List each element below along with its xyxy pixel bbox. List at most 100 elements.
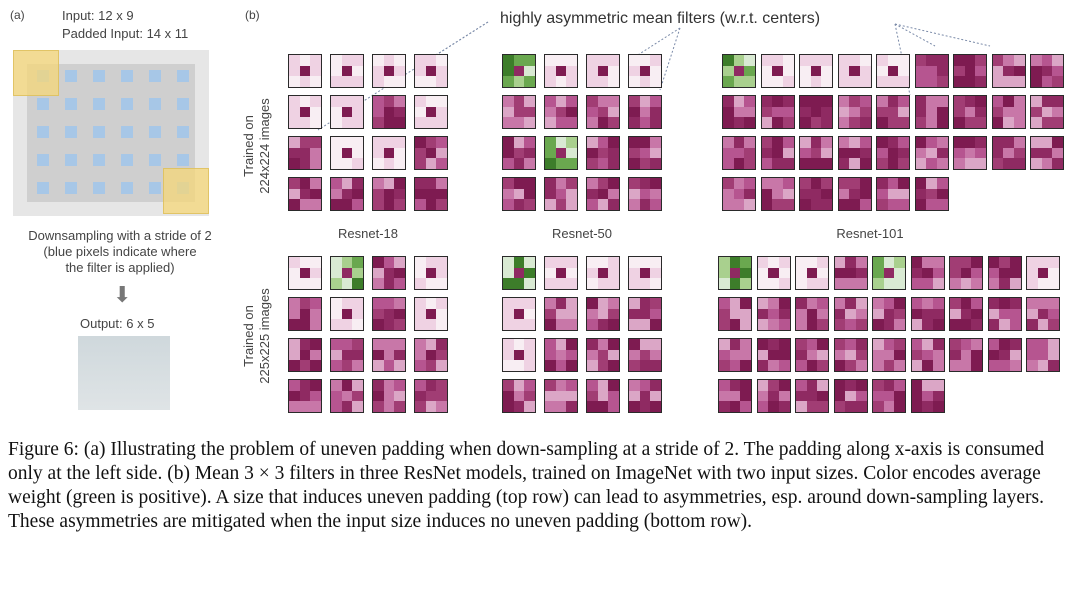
filter-weight-cell — [1037, 267, 1049, 279]
filter-weight-cell — [954, 76, 965, 87]
filter-weight-cell — [394, 158, 405, 169]
filter-weight-cell — [821, 199, 832, 210]
filter-weight-cell — [800, 158, 811, 169]
filter-weight-cell — [629, 178, 640, 189]
filter-weight-cell — [806, 278, 818, 289]
filter-weight-cell — [587, 298, 598, 309]
filter-weight-cell — [855, 380, 867, 391]
filter-weight-cell — [757, 319, 769, 330]
filter-weight-cell — [566, 178, 577, 189]
filter-weight-cell — [299, 308, 311, 320]
filter-position-pixel — [93, 98, 105, 110]
filter-weight-cell — [1031, 158, 1042, 169]
filter-weight-cell — [926, 96, 937, 107]
filter-weight-cell — [629, 380, 640, 391]
filter-weight-cell — [629, 117, 640, 128]
filter-weight-cell — [883, 319, 895, 330]
filter-weight-cell — [394, 267, 405, 279]
filter-weight-cell — [988, 360, 1000, 371]
filter-weight-cell — [425, 278, 437, 289]
filter-weight-cell — [723, 117, 734, 128]
filter-weight-cell — [639, 65, 651, 77]
filter-weight-cell — [608, 199, 619, 210]
filter-weight-cell — [597, 178, 609, 189]
filter-weight-cell — [845, 278, 856, 289]
filter-weight-cell — [911, 380, 923, 391]
filter-weight-cell — [1041, 55, 1053, 66]
filter-weight-cell — [1009, 319, 1021, 330]
filter-weight-cell — [911, 390, 923, 402]
filter-weight-cell — [587, 106, 598, 118]
filter-weight-cell — [310, 298, 321, 309]
filter-weight-cell — [394, 278, 405, 289]
filter-weight-cell — [744, 178, 755, 189]
filter-weight-cell — [887, 178, 899, 189]
filter-weight-cell — [566, 199, 577, 210]
filter-weight-cell — [1027, 339, 1038, 350]
filter-weight-cell — [555, 319, 567, 330]
row-label-225-line1: Trained on — [241, 305, 256, 367]
row-label-224-line2: 224x224 images — [257, 98, 272, 194]
filter-weight-cell — [729, 257, 741, 268]
filter-weight-cell — [597, 158, 609, 169]
filter-weight-cell — [800, 137, 811, 148]
filter-weight-cell — [331, 76, 342, 87]
filter-weight-cell — [926, 117, 937, 128]
filter-weight-cell — [936, 178, 948, 189]
filter-weight-cell — [817, 360, 828, 371]
filter-weight-cell — [545, 158, 556, 169]
filter-weight-cell — [289, 65, 300, 77]
filter-weight-cell — [883, 257, 895, 268]
filter-weight-cell — [873, 298, 884, 309]
mean-filter — [288, 54, 322, 88]
filter-weight-cell — [299, 319, 311, 330]
filter-weight-cell — [887, 106, 899, 118]
filter-weight-cell — [545, 339, 556, 350]
filter-weight-cell — [936, 147, 948, 159]
filter-weight-cell — [971, 360, 982, 371]
filter-weight-cell — [796, 360, 807, 371]
filter-weight-cell — [806, 319, 818, 330]
mean-filter — [544, 297, 578, 331]
filter-weight-cell — [299, 349, 311, 361]
filter-weight-cell — [373, 65, 384, 77]
filter-weight-cell — [503, 199, 514, 210]
filter-weight-cell — [1003, 65, 1014, 77]
mean-filter — [837, 136, 872, 170]
filter-weight-cell — [331, 188, 342, 200]
filter-weight-cell — [877, 178, 888, 189]
filter-weight-cell — [555, 178, 567, 189]
filter-weight-cell — [587, 319, 598, 330]
filter-weight-cell — [629, 158, 640, 169]
filter-weight-cell — [331, 55, 342, 66]
filter-weight-cell — [310, 390, 321, 402]
filter-weight-cell — [800, 76, 811, 87]
mean-filter — [628, 54, 662, 88]
filter-weight-cell — [352, 257, 363, 268]
filter-weight-cell — [425, 298, 437, 309]
filter-weight-cell — [513, 349, 525, 361]
mean-filter — [833, 297, 868, 331]
filter-weight-cell — [877, 158, 888, 169]
filter-weight-cell — [849, 137, 860, 148]
filter-weight-cell — [800, 117, 811, 128]
filter-weight-cell — [597, 267, 609, 279]
filter-weight-cell — [425, 199, 437, 210]
filter-window — [163, 168, 209, 214]
filter-weight-cell — [894, 349, 905, 361]
filter-weight-cell — [936, 96, 948, 107]
filter-weight-cell — [555, 339, 567, 350]
filter-weight-cell — [436, 137, 447, 148]
filter-weight-cell — [608, 188, 619, 200]
filter-weight-cell — [331, 257, 342, 268]
filter-weight-cell — [650, 319, 661, 330]
filter-weight-cell — [566, 267, 577, 279]
filter-weight-cell — [310, 308, 321, 320]
filter-weight-cell — [723, 96, 734, 107]
filter-weight-cell — [587, 308, 598, 320]
filter-weight-cell — [415, 117, 426, 128]
filter-weight-cell — [383, 96, 395, 107]
filter-weight-cell — [545, 349, 556, 361]
filter-weight-cell — [1013, 106, 1025, 118]
filter-weight-cell — [1041, 76, 1053, 87]
